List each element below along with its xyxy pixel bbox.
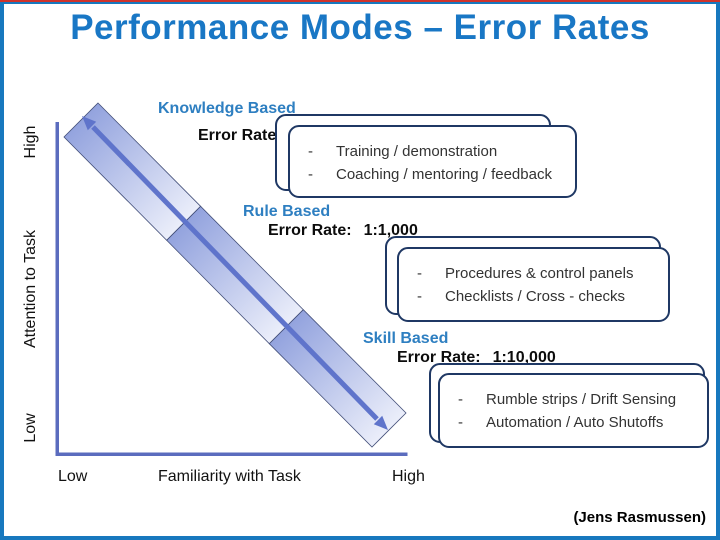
- arrow-head-bottom-icon: [373, 415, 388, 430]
- dash-bullet: -: [308, 143, 313, 160]
- arrow-head-top-icon: [82, 116, 97, 131]
- error-rate-rule: Error Rate: 1:1,000: [268, 222, 418, 240]
- mode-label-skill-based: Skill Based: [363, 330, 449, 347]
- intervention-text: Checklists / Cross - checks: [445, 288, 626, 305]
- callout-skill-box: - Rumble strips / Drift Sensing - Automa…: [438, 373, 709, 448]
- error-rate-value: 1:1,000: [363, 222, 418, 239]
- slide-border-red-accent: [0, 0, 720, 2]
- mode-label-knowledge-based: Knowledge Based: [158, 100, 296, 117]
- list-item: - Checklists / Cross - checks: [417, 285, 662, 308]
- error-rate-knowledge: Error Rate:: [198, 127, 294, 145]
- x-axis-high-label: High: [392, 468, 425, 485]
- intervention-text: Rumble strips / Drift Sensing: [486, 391, 677, 408]
- list-item: - Automation / Auto Shutoffs: [458, 411, 701, 434]
- intervention-text: Coaching / mentoring / feedback: [336, 166, 552, 183]
- x-axis-line: [55, 452, 408, 456]
- attribution-text: (Jens Rasmussen): [573, 509, 706, 526]
- dash-bullet: -: [417, 265, 422, 282]
- diagonal-arrow-line: [91, 125, 379, 421]
- callout-rule-box: - Procedures & control panels - Checklis…: [397, 247, 670, 322]
- y-axis-low-label: Low: [22, 413, 39, 443]
- dash-bullet: -: [417, 288, 422, 305]
- intervention-text: Training / demonstration: [336, 143, 498, 160]
- slide-title: Performance Modes – Error Rates: [70, 8, 650, 47]
- error-rate-label: Error Rate:: [198, 127, 282, 144]
- y-axis-high-label: High: [22, 125, 39, 159]
- list-item: - Training / demonstration: [308, 140, 569, 163]
- y-axis-title: Attention to Task: [22, 230, 39, 348]
- list-item: - Procedures & control panels: [417, 262, 662, 285]
- list-item: - Rumble strips / Drift Sensing: [458, 388, 701, 411]
- y-axis-line: [55, 122, 59, 456]
- dash-bullet: -: [458, 414, 463, 431]
- dash-bullet: -: [308, 166, 313, 183]
- error-rate-value: 1:10,000: [492, 349, 556, 366]
- intervention-text: Procedures & control panels: [445, 265, 634, 282]
- mode-label-rule-based: Rule Based: [243, 203, 331, 220]
- error-rate-label: Error Rate:: [397, 349, 481, 366]
- list-item: - Coaching / mentoring / feedback: [308, 163, 569, 186]
- x-axis-low-label: Low: [58, 468, 88, 485]
- error-rate-skill: Error Rate: 1:10,000: [397, 349, 556, 367]
- callout-knowledge-box: - Training / demonstration - Coaching / …: [288, 125, 577, 198]
- intervention-text: Automation / Auto Shutoffs: [486, 414, 664, 431]
- error-rate-label: Error Rate:: [268, 222, 352, 239]
- x-axis-title: Familiarity with Task: [158, 468, 301, 485]
- dash-bullet: -: [458, 391, 463, 408]
